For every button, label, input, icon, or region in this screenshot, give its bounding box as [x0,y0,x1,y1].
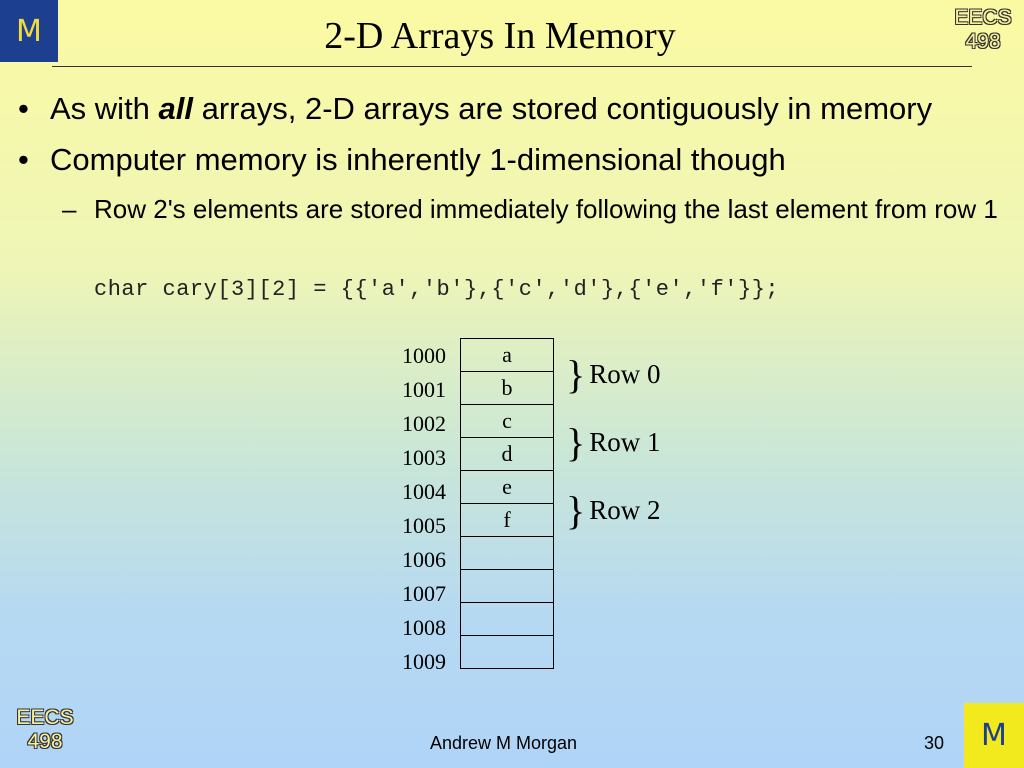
address-label: 1008 [402,615,446,640]
memory-cell [460,635,554,669]
row-0-label: Row 0 [589,358,661,389]
course-badge-line2: 498 [965,30,1001,53]
row-0-group: } Row 0 [566,352,661,397]
bullet-1-pre: As with [50,91,159,126]
memory-cell: b [460,371,554,405]
university-logo: M [0,0,58,62]
address-label: 1006 [402,547,446,572]
code-snippet: char cary[3][2] = {{'a','b'},{'c','d'},{… [94,277,780,302]
bullet-item-2: • Computer memory is inherently 1-dimensi… [18,141,786,179]
address-label: 1004 [402,479,446,504]
row-1-label: Row 1 [589,426,661,457]
bullet-marker: • [18,142,29,177]
row-2-group: } Row 2 [566,488,661,533]
bullet-item-1: • As with all arrays, 2-D arrays are stor… [18,90,932,128]
memory-cell: e [460,470,554,504]
address-label: 1005 [402,513,446,538]
course-badge-top: EECS 498 [951,6,1015,54]
memory-cell: a [460,338,554,372]
memory-cell: c [460,404,554,438]
logo-letter: M [981,718,1007,753]
course-badge-line1: EECS [954,6,1012,29]
course-badge-bottom: EECS 498 [8,706,82,754]
memory-cell: f [460,503,554,537]
row-1-group: } Row 1 [566,420,661,465]
curly-brace-icon: } [566,487,586,533]
bullet-2-text: Computer memory is inherently 1-dimensio… [50,142,786,177]
course-badge-line2: 498 [27,730,63,753]
curly-brace-icon: } [566,351,586,397]
university-logo-bottom: M [964,703,1024,768]
address-label: 1001 [402,377,446,402]
memory-cell [460,536,554,570]
memory-table: a b c d e f [460,338,554,669]
page-number: 30 [924,733,945,753]
title-divider [52,66,972,67]
logo-letter: M [16,13,42,49]
sub-bullet-text: Row 2's elements are stored immediately … [94,194,998,224]
bullet-1-emphasis: all [158,91,193,126]
bullet-marker: • [18,91,29,126]
course-badge-line1: EECS [16,706,74,729]
address-label: 1009 [402,649,446,674]
sub-bullet-marker: – [62,194,77,224]
memory-cell: d [460,437,554,471]
memory-cell [460,602,554,636]
sub-bullet: – Row 2's elements are stored immediatel… [62,193,1012,225]
footer-author: Andrew M Morgan [430,733,578,753]
slide-title: 2-D Arrays In Memory [324,15,676,57]
bullet-1-post: arrays, 2-D arrays are stored contiguous… [193,91,933,126]
row-2-label: Row 2 [589,494,661,525]
memory-cell [460,569,554,603]
address-label: 1002 [402,411,446,436]
address-label: 1003 [402,445,446,470]
address-label: 1007 [402,581,446,606]
curly-brace-icon: } [566,419,586,465]
address-label: 1000 [402,343,446,368]
